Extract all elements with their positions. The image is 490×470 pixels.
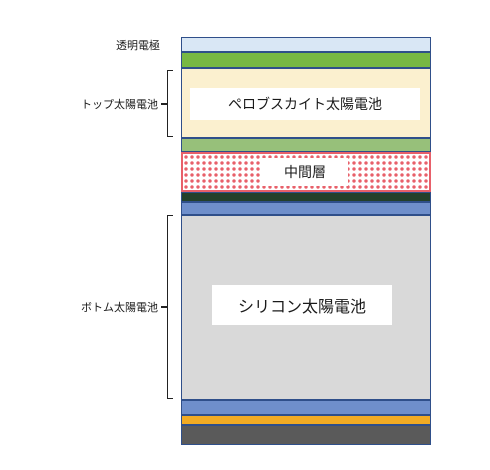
transparent-electrode-layer bbox=[181, 37, 431, 52]
bottom-cell-side-label: ボトム太陽電池 bbox=[81, 301, 158, 314]
bottom-cell-bracket-tick bbox=[161, 306, 167, 308]
blue-layer-bottom bbox=[181, 400, 431, 415]
top-cell-bracket-tick bbox=[161, 103, 167, 105]
transparent-electrode-side-label: 透明電極 bbox=[116, 39, 160, 52]
silicon-label: シリコン太陽電池 bbox=[212, 285, 392, 325]
dark-green-layer bbox=[181, 192, 431, 202]
top-cell-side-label: トップ太陽電池 bbox=[81, 98, 158, 111]
dark-gray-layer bbox=[181, 425, 431, 445]
intermediate-label: 中間層 bbox=[262, 158, 348, 186]
green-layer-lower bbox=[181, 138, 431, 152]
green-layer-top bbox=[181, 52, 431, 68]
bottom-cell-bracket bbox=[167, 215, 173, 399]
orange-layer bbox=[181, 415, 431, 425]
perovskite-label: ペロブスカイト太陽電池 bbox=[190, 88, 420, 120]
blue-layer-top bbox=[181, 202, 431, 215]
top-cell-bracket bbox=[167, 70, 173, 137]
